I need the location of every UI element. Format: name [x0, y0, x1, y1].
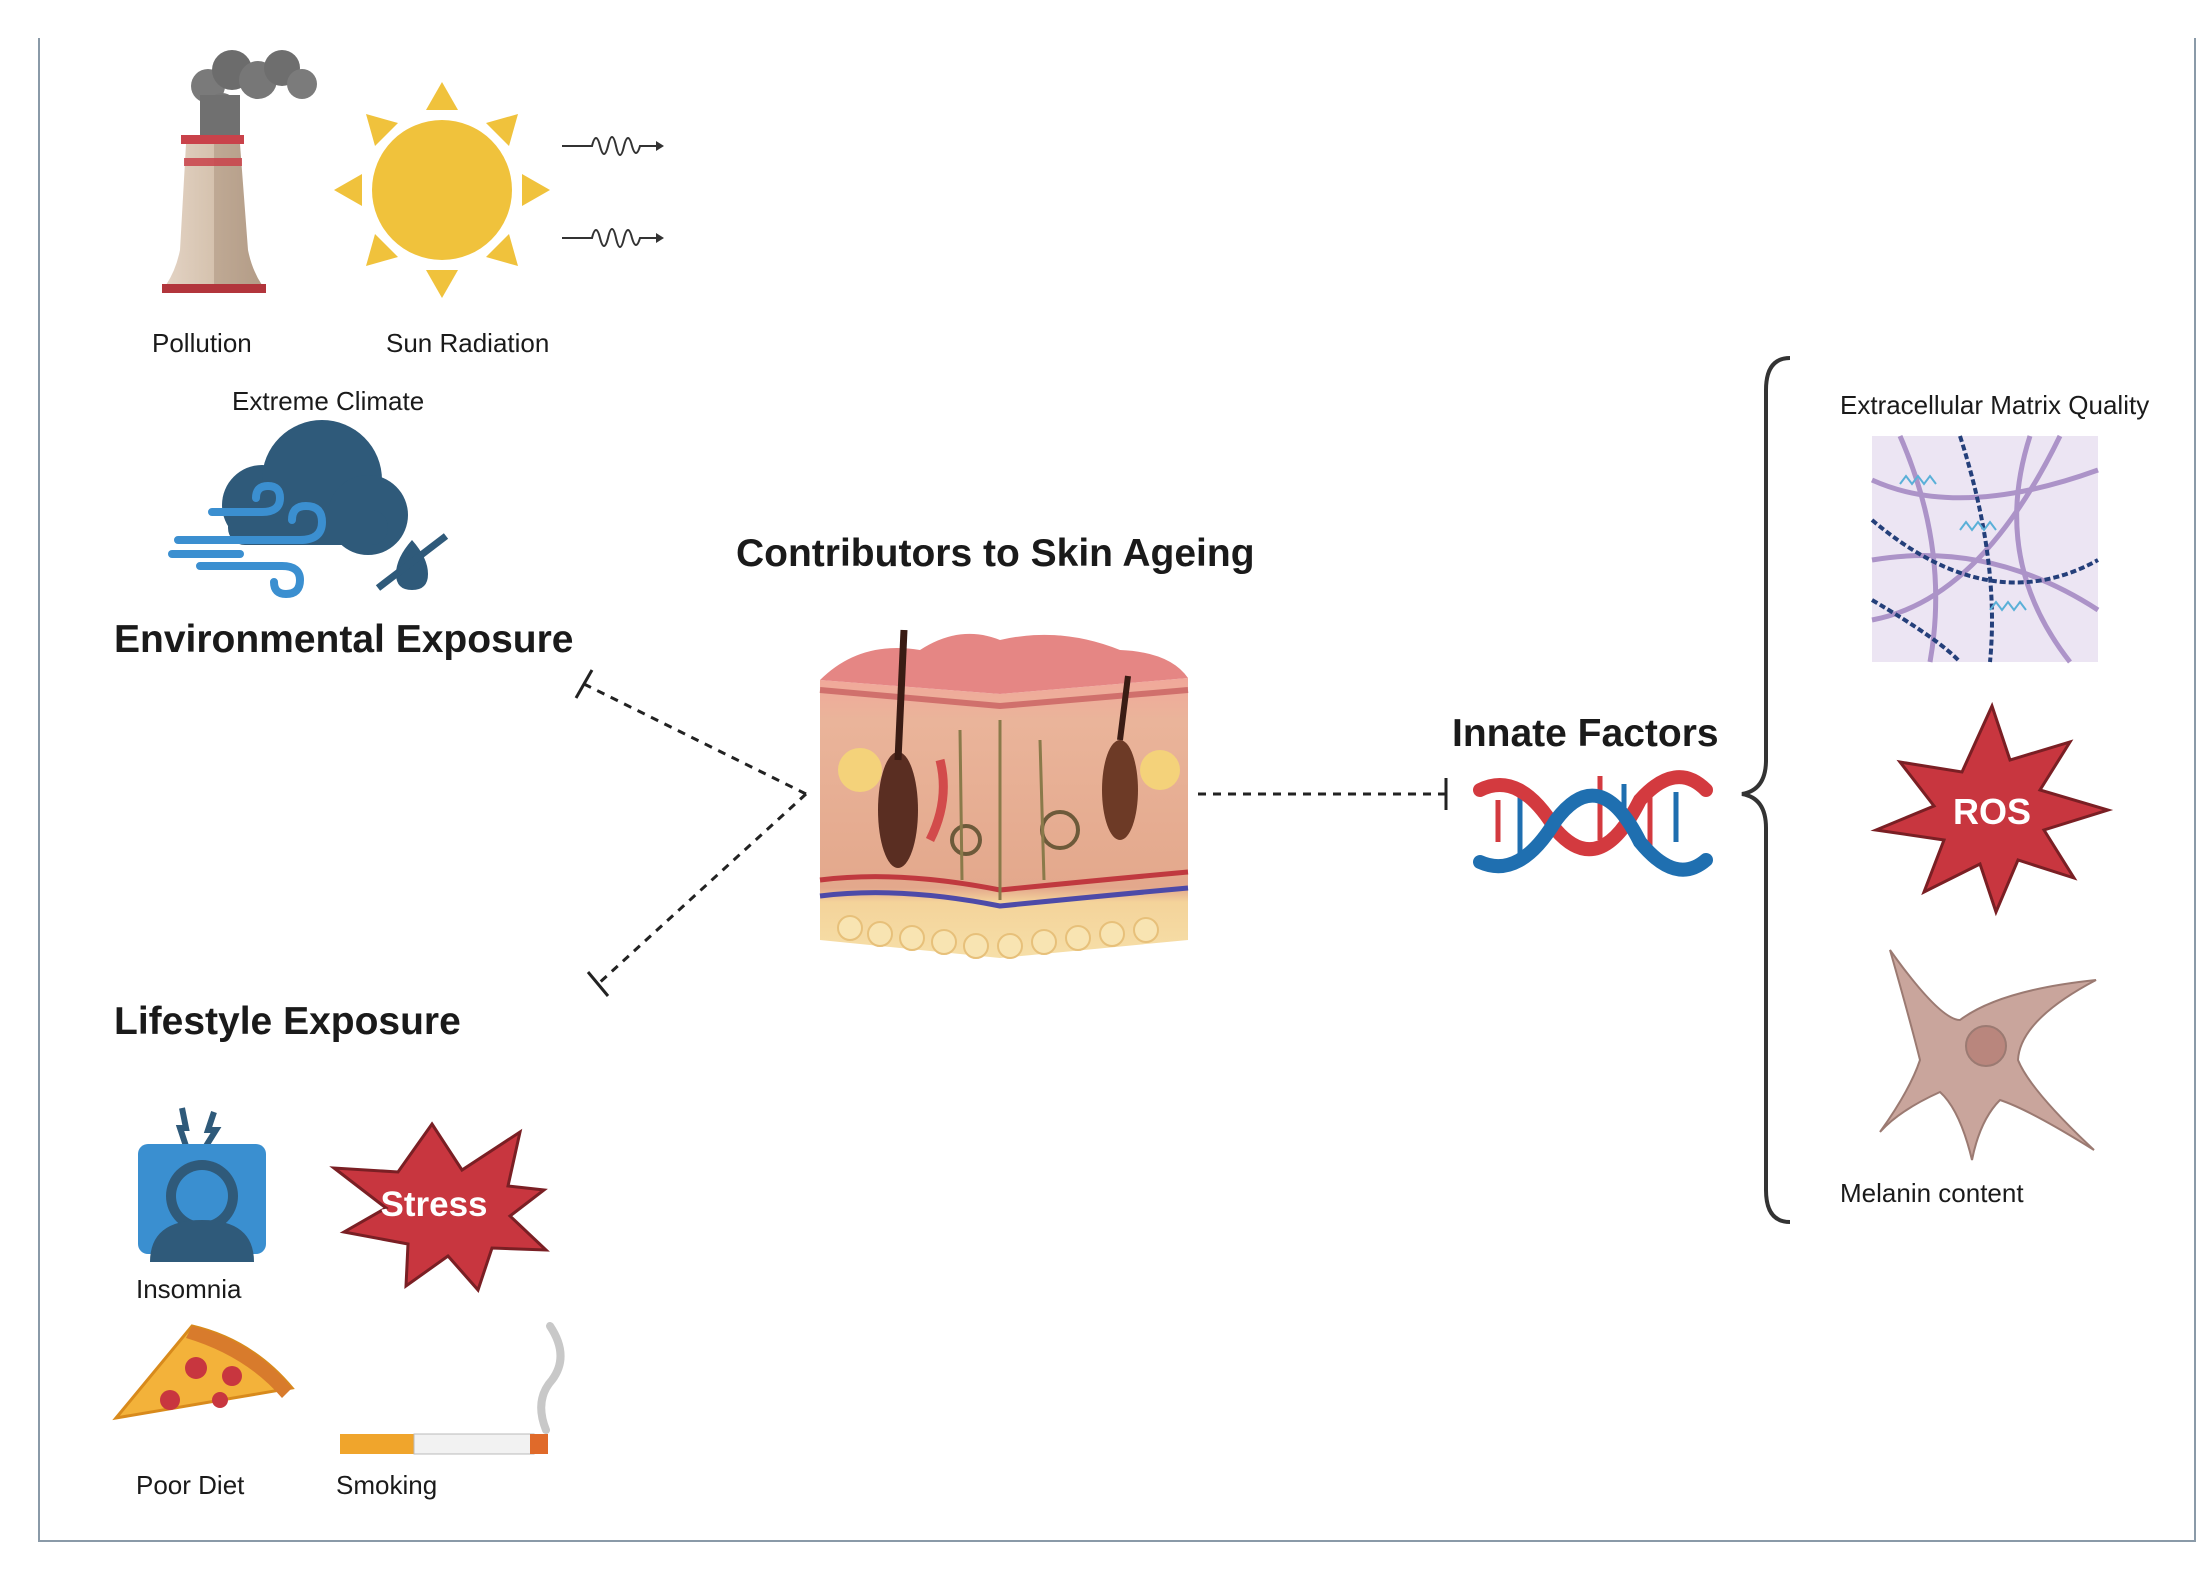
storm-cloud-icon [168, 420, 449, 599]
radiation-wave-icon [562, 136, 664, 248]
ros-starburst-icon [1870, 701, 2114, 917]
page-title: Contributors to Skin Ageing [736, 532, 1255, 575]
melanocyte-icon [1879, 949, 2097, 1161]
sun-radiation-label: Sun Radiation [386, 328, 550, 358]
arrow-to-environmental [583, 682, 807, 796]
brace-icon [1741, 356, 1791, 1224]
smoking-label: Smoking [336, 1470, 438, 1500]
collagen-matrix-icon [1870, 434, 2100, 664]
cigarette-icon [340, 1322, 565, 1455]
skin-cross-section-icon [819, 629, 1189, 959]
stress-label: Stress [380, 1185, 487, 1224]
sun-icon [334, 82, 550, 298]
insomnia-head-icon [138, 1107, 266, 1262]
figure-frame [38, 38, 2196, 1542]
factory-chimney-icon [162, 50, 317, 293]
inhibition-arrows [583, 682, 1446, 986]
arrow-to-lifestyle [596, 792, 808, 986]
melanin-content-label: Melanin content [1840, 1178, 2024, 1208]
innate-factors-heading: Innate Factors [1452, 712, 1719, 755]
dna-helix-icon [1473, 770, 1713, 877]
stress-starburst-icon [329, 1121, 550, 1293]
ecm-quality-label: Extracellular Matrix Quality [1840, 390, 2150, 420]
environmental-exposure-heading: Environmental Exposure [114, 618, 574, 661]
poor-diet-label: Poor Diet [136, 1470, 245, 1500]
pizza-icon [112, 1324, 295, 1421]
lifestyle-exposure-heading: Lifestyle Exposure [114, 1000, 461, 1043]
extreme-climate-label: Extreme Climate [232, 386, 425, 416]
insomnia-label: Insomnia [136, 1274, 242, 1304]
ros-label: ROS [1953, 791, 2031, 832]
pollution-label: Pollution [152, 328, 252, 358]
